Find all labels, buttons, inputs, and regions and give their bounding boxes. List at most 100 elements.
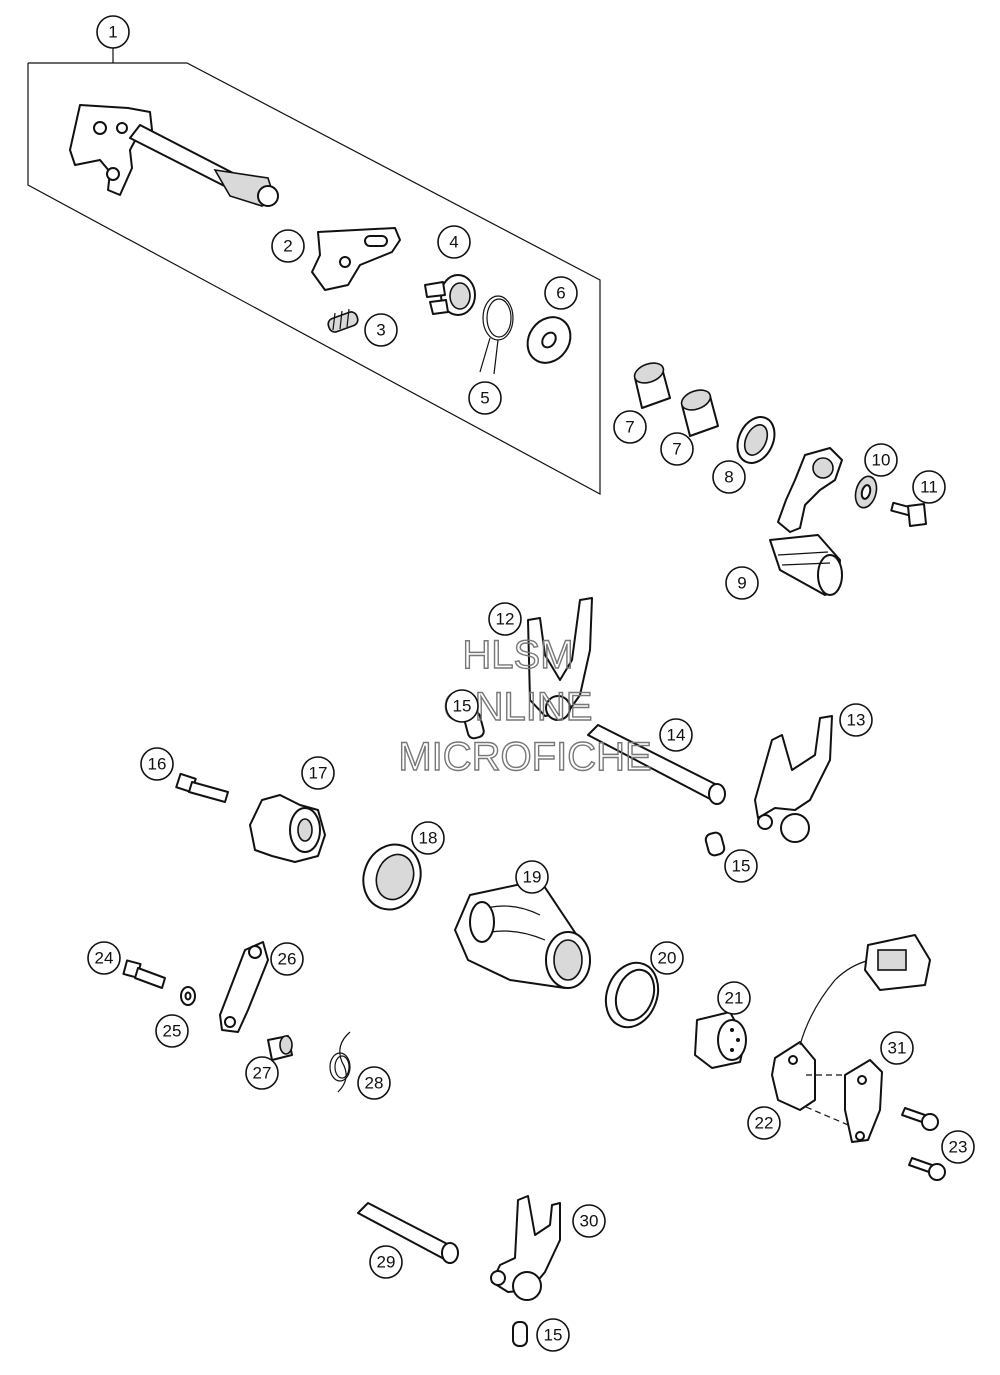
watermark-line-1: HLSM [462, 633, 573, 677]
callout-label: 10 [872, 451, 891, 470]
shift-fork-30-part [490, 1195, 561, 1301]
callout-29: 29 [369, 1245, 403, 1279]
washer-25-part [180, 986, 196, 1006]
callout-label: 7 [625, 418, 634, 437]
callout-label: 20 [658, 949, 677, 968]
callout-label: 26 [278, 950, 297, 969]
callout-7a: 7 [613, 410, 647, 444]
callout-15a: 15 [445, 689, 479, 723]
callout-label: 9 [737, 574, 746, 593]
callout-31: 31 [880, 1031, 914, 1065]
callout-16: 16 [140, 747, 174, 781]
callout-label: 15 [453, 697, 472, 716]
callout-28: 28 [357, 1066, 391, 1100]
callout-label: 1 [108, 23, 117, 42]
callout-label: 30 [580, 1212, 599, 1231]
callout-label: 24 [95, 949, 114, 968]
callout-label: 6 [556, 284, 565, 303]
bushing-4-part [424, 274, 476, 316]
callout-15b: 15 [724, 849, 758, 883]
callout-21: 21 [717, 981, 751, 1015]
callout-label: 28 [365, 1074, 384, 1093]
callout-20: 20 [650, 941, 684, 975]
callout-label: 22 [755, 1114, 774, 1133]
lever-arm-26-part [219, 941, 269, 1033]
bearing-18-part [362, 843, 422, 911]
callout-label: 25 [163, 1022, 182, 1041]
callout-label: 31 [888, 1039, 907, 1058]
shift-fork-12-part [527, 597, 593, 721]
shift-lever-9-part [769, 447, 843, 596]
washer-6-part [526, 316, 572, 364]
callout-label: 19 [523, 868, 542, 887]
callout-25: 25 [155, 1014, 189, 1048]
screw-11-part [890, 501, 927, 527]
callout-label: 12 [496, 610, 515, 629]
callout-label: 7 [672, 440, 681, 459]
callout-label: 16 [148, 755, 167, 774]
callout-label: 3 [376, 321, 385, 340]
callout-24: 24 [87, 941, 121, 975]
callout-5: 5 [468, 381, 502, 415]
callout-26: 26 [270, 942, 304, 976]
shift-shaft-part [69, 104, 279, 207]
assembly-1-outline [27, 48, 601, 496]
callout-13: 13 [839, 703, 873, 737]
callout-label: 5 [480, 389, 489, 408]
watermark-line-3: MICROFICHE [398, 735, 651, 779]
bolt-24-part [122, 959, 166, 989]
callout-label: 8 [724, 468, 733, 487]
serrated-washer-10-part [854, 475, 878, 509]
pin-15c-part [512, 1321, 528, 1347]
callout-label: 29 [377, 1253, 396, 1272]
callout-11: 11 [912, 470, 946, 504]
shift-cam-17-part [249, 794, 326, 863]
callout-9: 9 [725, 566, 759, 600]
sensor-cover-31-part [844, 1059, 883, 1143]
callout-2: 2 [271, 229, 305, 263]
shift-fork-13-part [754, 715, 833, 843]
callout-7b: 7 [660, 432, 694, 466]
callout-22: 22 [747, 1106, 781, 1140]
watermark: HLSM ONLINE MICROFICHE [398, 632, 653, 779]
callout-label: 2 [283, 237, 292, 256]
callout-27: 27 [245, 1056, 279, 1090]
callout-label: 18 [419, 829, 438, 848]
plate-part [311, 227, 401, 291]
rod-29-part [357, 1202, 459, 1264]
callout-label: 15 [544, 1326, 563, 1345]
screws-23-part [901, 1107, 946, 1181]
callout-label: 15 [732, 857, 751, 876]
sensor-rotor-21-part [694, 1011, 747, 1069]
bolt-16-part [175, 772, 229, 803]
torsion-spring-5-part [479, 295, 514, 375]
callout-1: 1 [96, 15, 130, 49]
callout-30: 30 [572, 1204, 606, 1238]
callout-label: 21 [725, 989, 744, 1008]
callout-23: 23 [941, 1130, 975, 1164]
bearing-8-part [736, 416, 776, 464]
callout-label: 11 [920, 478, 938, 497]
callout-6: 6 [544, 276, 578, 310]
callout-12: 12 [488, 602, 522, 636]
shift-drum-19-part [454, 879, 591, 989]
bushing-7b-part [680, 389, 719, 437]
ring-20-part [604, 961, 660, 1029]
callout-14: 14 [659, 718, 693, 752]
roller-27-part [267, 1035, 293, 1061]
callout-label: 13 [847, 711, 866, 730]
spring-28-part [329, 1031, 351, 1093]
callout-17: 17 [301, 756, 335, 790]
callout-label: 4 [449, 233, 458, 252]
pin-15b-part [704, 831, 726, 857]
callout-label: 23 [949, 1138, 968, 1157]
callout-15c: 15 [536, 1318, 570, 1352]
spring-3-part [327, 308, 359, 333]
callout-10: 10 [864, 443, 898, 477]
callout-label: 17 [309, 764, 328, 783]
callout-label: 27 [253, 1064, 272, 1083]
callout-4: 4 [437, 225, 471, 259]
callout-19: 19 [515, 860, 549, 894]
